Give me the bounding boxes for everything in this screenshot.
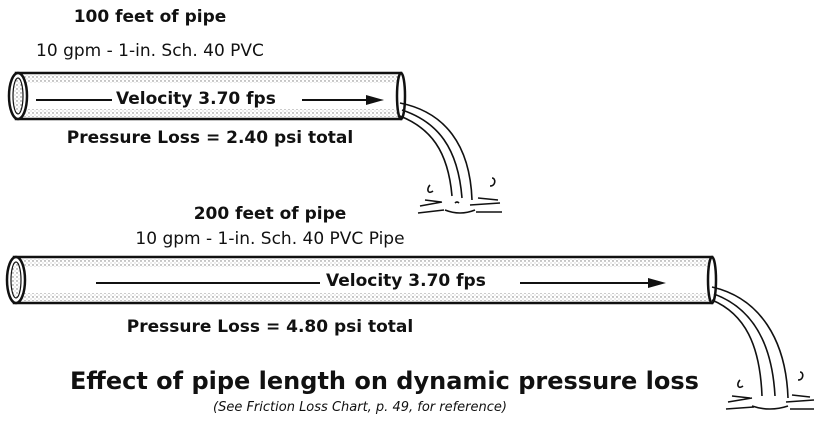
- velocity-arrow-top: [36, 95, 384, 105]
- water-stream-top: [399, 102, 502, 214]
- top-pressure-loss: Pressure Loss = 2.40 psi total: [66, 128, 354, 148]
- diagram-caption: Effect of pipe length on dynamic pressur…: [70, 367, 699, 395]
- pipe-100ft: [7, 71, 407, 121]
- bottom-pipe-subtitle: 10 gpm - 1-in. Sch. 40 PVC Pipe: [135, 229, 405, 249]
- water-stream-bottom: [711, 286, 815, 410]
- top-pipe-title: 100 feet of pipe: [73, 7, 227, 27]
- top-pipe-subtitle: 10 gpm - 1-in. Sch. 40 PVC: [36, 41, 264, 61]
- velocity-arrow-bottom: [96, 278, 666, 288]
- pipe-200ft: [5, 255, 718, 305]
- top-velocity-label: Velocity 3.70 fps: [116, 89, 276, 109]
- bottom-pipe-title: 200 feet of pipe: [193, 204, 347, 224]
- reference-note: (See Friction Loss Chart, p. 49, for ref…: [213, 400, 507, 415]
- bottom-pressure-loss: Pressure Loss = 4.80 psi total: [126, 317, 414, 337]
- bottom-velocity-label: Velocity 3.70 fps: [326, 271, 486, 291]
